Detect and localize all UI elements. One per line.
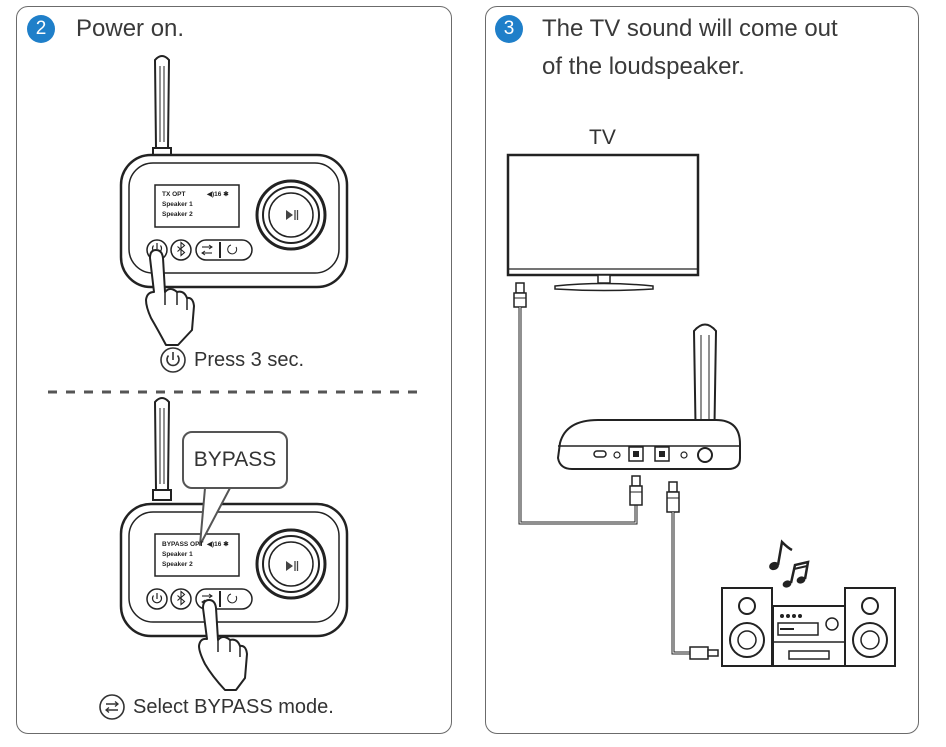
play-pause-icon bbox=[286, 561, 299, 571]
step-title-power-on: Power on. bbox=[76, 15, 185, 42]
lcd-mode-bottom: BYPASS OPT bbox=[162, 541, 204, 548]
bluetooth-icon[interactable] bbox=[177, 241, 186, 257]
power-icon[interactable] bbox=[151, 593, 163, 604]
stereo-system bbox=[721, 587, 896, 667]
bypass-icon[interactable] bbox=[201, 242, 238, 258]
device-bottom bbox=[119, 397, 349, 691]
tv bbox=[506, 153, 700, 292]
lcd-mode-top: TX OPT bbox=[162, 191, 186, 198]
caption-power-icon bbox=[160, 347, 186, 373]
lcd-speaker2-bottom: Speaker 2 bbox=[162, 561, 193, 568]
step-title-line1: The TV sound will come out bbox=[542, 15, 838, 42]
hand-pressing-bypass bbox=[198, 599, 248, 691]
lcd-speaker2-top: Speaker 2 bbox=[162, 211, 193, 218]
bluetooth-icon[interactable] bbox=[177, 590, 186, 606]
stereo-plug bbox=[689, 646, 719, 660]
lcd-status-bottom: ◀)16 ✱ bbox=[207, 541, 229, 548]
hand-pressing-power bbox=[145, 249, 195, 346]
tv-label: TV bbox=[589, 126, 616, 149]
step-badge-3: 3 bbox=[495, 15, 523, 43]
tv-optical-plug bbox=[513, 282, 527, 308]
step-title-line2: of the loudspeaker. bbox=[542, 53, 745, 80]
lcd-speaker1-top: Speaker 1 bbox=[162, 201, 193, 208]
cable-tv-to-device bbox=[518, 307, 638, 525]
device-audio-plug bbox=[666, 481, 680, 513]
music-note-icon bbox=[769, 539, 810, 588]
caption-press: Press 3 sec. bbox=[194, 349, 305, 371]
device-top bbox=[119, 55, 349, 346]
play-pause-icon bbox=[286, 210, 299, 220]
transmitter-device bbox=[556, 323, 741, 470]
lcd-status-top: ◀)16 ✱ bbox=[207, 191, 229, 198]
caption-select: Select BYPASS mode. bbox=[133, 696, 334, 718]
step-badge-2: 2 bbox=[27, 15, 55, 43]
cable-device-to-stereo bbox=[671, 512, 690, 655]
bypass-callout: BYPASS bbox=[182, 431, 288, 489]
callout-pointer bbox=[199, 487, 231, 546]
device-optical-plug bbox=[629, 475, 643, 506]
caption-bypass-icon bbox=[99, 694, 125, 720]
lcd-speaker1-bottom: Speaker 1 bbox=[162, 551, 193, 558]
